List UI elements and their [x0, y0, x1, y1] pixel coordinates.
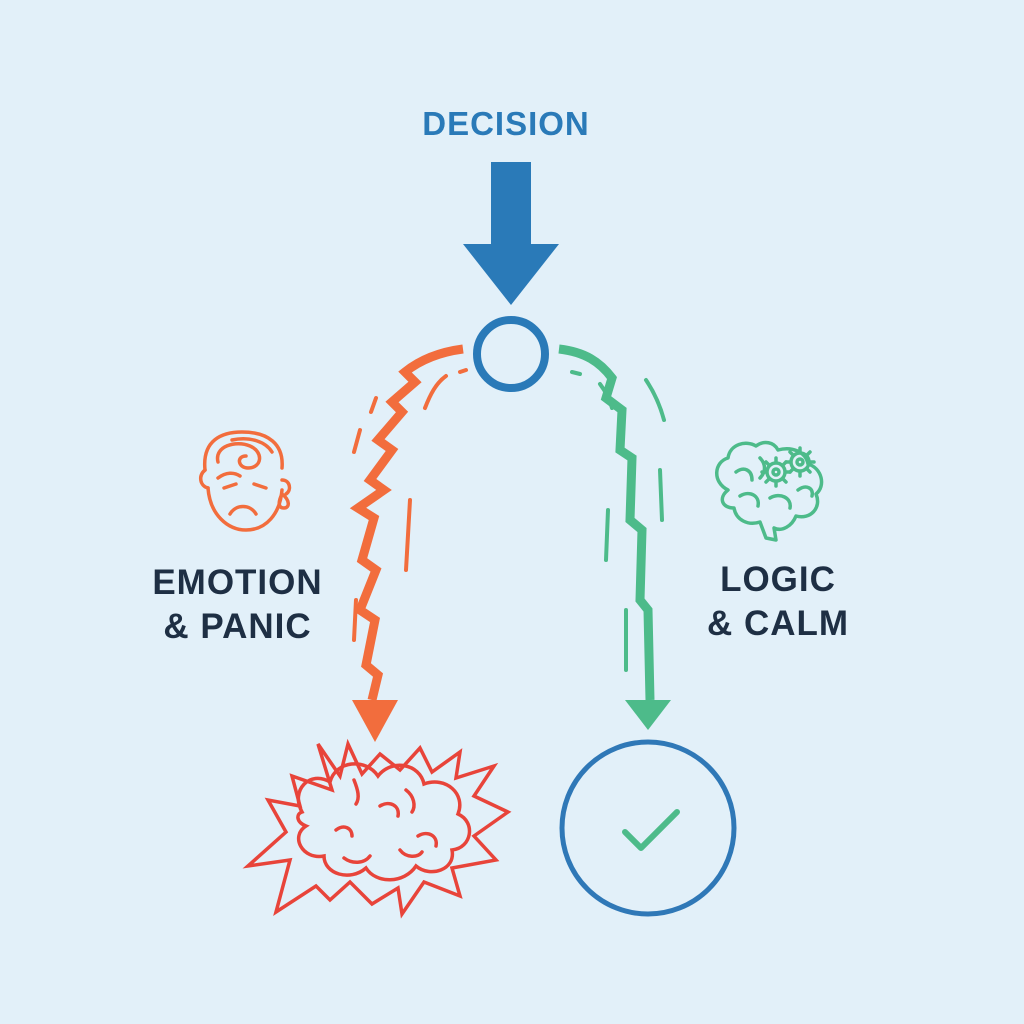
- emotion-label-line1: EMOTION: [152, 563, 323, 602]
- crying-face-icon: [199, 430, 292, 532]
- emotion-panic-label: EMOTION & PANIC: [130, 561, 345, 649]
- decision-node: [473, 316, 549, 392]
- explosion-cloud-icon: [242, 738, 512, 919]
- decision-title: DECISION: [422, 105, 590, 142]
- decision-arrow-icon: [463, 162, 559, 305]
- checkmark-circle-icon: [559, 739, 737, 917]
- brain-gears-icon: [715, 440, 824, 542]
- logic-calm-label: LOGIC & CALM: [688, 558, 868, 646]
- logic-path: [558, 344, 671, 730]
- logic-label-line1: LOGIC: [720, 560, 836, 599]
- emotion-path: [349, 344, 468, 742]
- logic-label-line2: & CALM: [706, 604, 850, 643]
- emotion-label-line2: & PANIC: [163, 607, 312, 646]
